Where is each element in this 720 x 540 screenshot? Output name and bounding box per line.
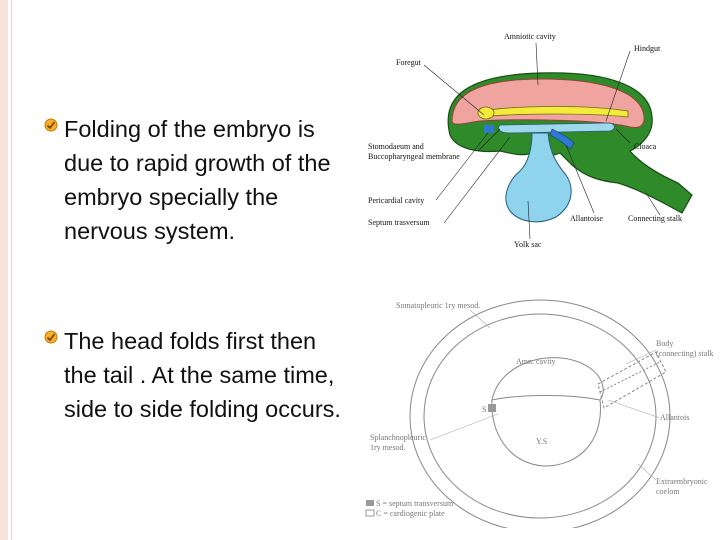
label-allantois: Allantois: [660, 413, 689, 422]
gut-tube-shape: [498, 122, 615, 134]
leader-lines: [423, 42, 661, 240]
label-foregut: Foregut: [396, 58, 422, 67]
label-cloaca: Cloaca: [634, 142, 657, 151]
bullet-icon: [44, 118, 58, 132]
legend-swatch-s: [366, 500, 374, 506]
label-ys: Y.S: [536, 437, 547, 446]
slide-left-border: [0, 0, 8, 540]
label-yolk-sac: Yolk sac: [514, 240, 542, 249]
label-s-marker: S: [482, 405, 486, 414]
label-extraembryonic-1: Extraembryonic: [656, 477, 708, 486]
label-stomodaeum-1: Stomodaeum and: [368, 142, 424, 151]
yolk-sac-shape: [505, 132, 572, 223]
label-amniotic-cavity: Amniotic cavity: [504, 32, 556, 41]
sac-outlines: [409, 299, 671, 528]
embryo-folding-diagram: Amniotic cavity Hindgut Foregut Stomodae…: [368, 32, 693, 249]
slide-left-border-line: [11, 0, 12, 540]
label-hindgut: Hindgut: [634, 44, 661, 53]
pericardial-mark: [484, 125, 494, 133]
label-pericardial-cavity: Pericardial cavity: [368, 196, 424, 205]
s-mark-shape: [488, 404, 496, 412]
bullet-text: The head folds first then the tail . At …: [64, 328, 341, 422]
bullet-item-head-folds: The head folds first then the tail . At …: [44, 324, 344, 464]
fig2-leader-lines: [429, 309, 661, 481]
label-splanchnopleuric-1: Splanchnopleuric: [370, 433, 426, 442]
label-allantoise: Allantoise: [570, 214, 603, 223]
label-body-stalk-1: Body: [656, 339, 673, 348]
brain-bulge-shape: [477, 106, 495, 120]
neural-tube-shape: [479, 106, 629, 118]
label-extraembryonic-2: coelom: [656, 487, 680, 496]
label-septum-transversum: Septum trasversum: [368, 218, 430, 227]
label-body-stalk-2: (connecting) stalk: [656, 349, 714, 358]
legend-septum: S = septum transversum: [376, 499, 454, 508]
label-connecting-stalk: Connecting stalk: [628, 214, 682, 223]
bullet-item-folding: Folding of the embryo is due to rapid gr…: [44, 112, 344, 282]
label-somatopleuric: Somatopleuric 1ry mesod.: [396, 301, 480, 310]
bullet-text: Folding of the embryo is due to rapid gr…: [64, 116, 331, 244]
chorionic-sac-diagram: Somatopleuric 1ry mesod. Body (connectin…: [365, 299, 714, 528]
label-stomodaeum-2: Buccopharyngeal membrane: [368, 152, 460, 161]
legend-cardiogenic: C = cardiogenic plate: [376, 509, 445, 518]
bullet-icon: [44, 330, 58, 344]
legend-swatch-c: [365, 509, 375, 517]
label-amn-cavity: Amn. cavity: [516, 357, 556, 366]
label-splanchnopleuric-2: 1ry mesod.: [370, 443, 406, 452]
allantois-shape: [549, 128, 575, 150]
